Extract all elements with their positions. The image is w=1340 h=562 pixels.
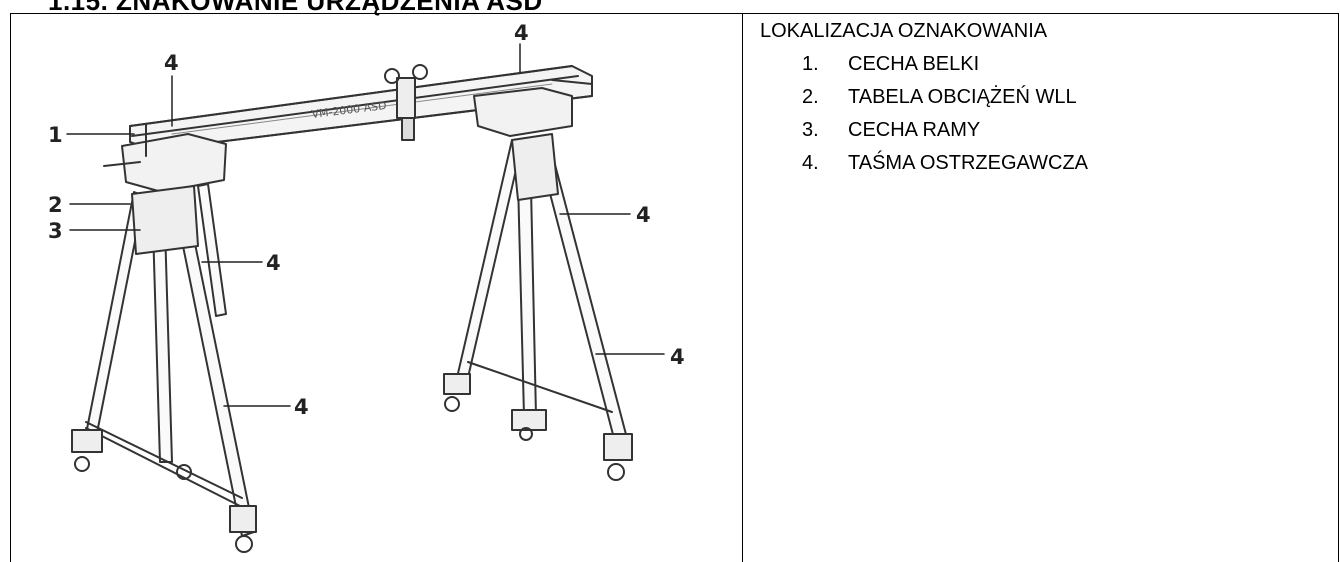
section-heading: 1.15. ZNAKOWANIE URZĄDZENIA ASD — [48, 0, 543, 16]
legend-item-number: 3. — [802, 119, 819, 141]
beam — [129, 65, 593, 151]
right-a-frame — [443, 133, 633, 481]
legend-item: 2. TABELA OBCIĄŻEŃ WLL — [802, 81, 1088, 114]
table-left-border — [10, 13, 11, 562]
table-top-border — [10, 13, 1338, 14]
left-a-frame — [71, 183, 257, 553]
legend-list: 1. CECHA BELKI 2. TABELA OBCIĄŻEŃ WLL 3. CE… — [802, 48, 1088, 180]
legend-item-number: 4. — [802, 152, 819, 174]
legend-item-label: CECHA BELKI — [848, 53, 980, 75]
table-column-divider — [742, 13, 743, 562]
legend-title: LOKALIZACJA OZNAKOWANIA — [760, 20, 1048, 42]
callout-top-right: 4 — [514, 21, 529, 45]
legend-item: 4. TAŚMA OSTRZEGAWCZA — [802, 147, 1088, 180]
legend-item-label: CECHA RAMY — [848, 119, 981, 141]
callout-3: 3 — [48, 219, 63, 243]
callout-bottom-right: 4 — [670, 345, 685, 369]
callout-1: 1 — [48, 123, 63, 147]
callout-mid-right: 4 — [636, 203, 651, 227]
callout-bottom-left: 4 — [294, 395, 309, 419]
legend-item-label: TAŚMA OSTRZEGAWCZA — [848, 152, 1089, 174]
gantry-crane-figure: VM-2000 ASD 4 4 1 2 3 4 4 4 4 — [12, 14, 740, 560]
callout-top-left: 4 — [164, 51, 179, 75]
legend-item: 3. CECHA RAMY — [802, 114, 1088, 147]
trolley — [384, 64, 428, 141]
legend-item-number: 1. — [802, 53, 819, 75]
table-right-border — [1338, 13, 1339, 562]
legend-item-label: TABELA OBCIĄŻEŃ WLL — [848, 86, 1077, 108]
legend-item-number: 2. — [802, 86, 819, 108]
callout-2: 2 — [48, 193, 63, 217]
legend-item: 1. CECHA BELKI — [802, 48, 1088, 81]
callout-mid-left: 4 — [266, 251, 281, 275]
gantry-crane-drawing: VM-2000 ASD 4 4 1 2 3 4 4 4 4 — [48, 21, 685, 553]
